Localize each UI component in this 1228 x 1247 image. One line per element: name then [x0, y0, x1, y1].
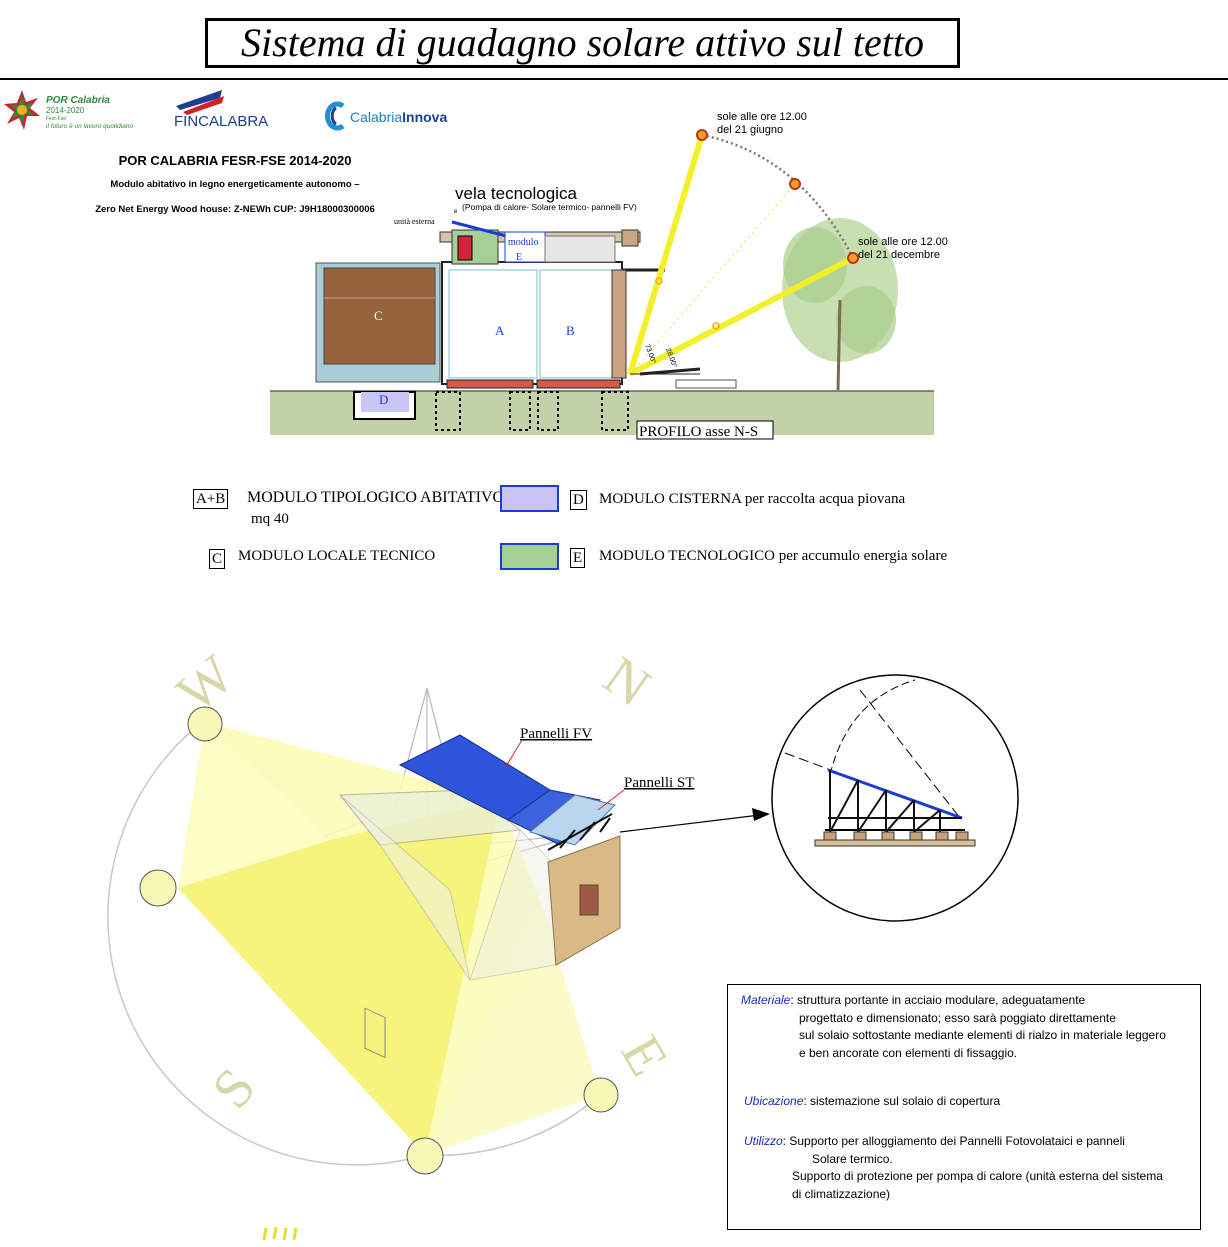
compass-n: N: [593, 645, 662, 719]
module-c: [315, 262, 441, 383]
por-tagline: il futuro è un lavoro quotidiano: [46, 123, 133, 130]
materiale-line-3: sul solaio sottostante mediante elementi…: [799, 1028, 1166, 1042]
notes-box: Materiale: struttura portante in acciaio…: [727, 984, 1201, 1230]
house-3d-icon: [338, 734, 621, 1059]
modulo-label: modulo: [508, 237, 539, 248]
legend-swatch-e: [500, 543, 559, 570]
utilizzo-line-4: di climatizzazione): [792, 1186, 891, 1201]
materiale-line-4: e ben ancorate con elementi di fissaggio…: [799, 1045, 1018, 1060]
legend-key-d: D: [570, 490, 587, 510]
por-name: POR Calabria: [46, 95, 110, 106]
foundations: [435, 391, 629, 431]
page-title: Sistema di guadagno solare attivo sul te…: [205, 18, 960, 68]
section-label-a: A: [495, 323, 505, 338]
unita-e-label: e: [454, 209, 458, 215]
fincalabra-text: FINCALABRA: [174, 113, 268, 130]
materiale-label: Materiale: [741, 993, 791, 1007]
utilizzo-line-1: : Supporto per alloggiamento dei Pannell…: [782, 1134, 1125, 1148]
compass-ring: [107, 719, 426, 1166]
legend-text-c: MODULO LOCALE TECNICO: [238, 548, 436, 564]
sun-june-label-1: sole alle ore 12.00: [717, 111, 807, 123]
sun-path: [627, 129, 859, 389]
section-label-d: D: [379, 392, 388, 407]
label-pannelli-fv: Pannelli FV: [520, 726, 592, 742]
materiale-line-2: progettato e dimensionato; esso sarà pog…: [799, 1010, 1116, 1025]
legend-text-d: MODULO CISTERNA per raccolta acqua piova…: [599, 491, 906, 507]
project-heading: POR CALABRIA FESR-FSE 2014-2020: [118, 153, 352, 168]
sun-june-icon: [696, 129, 708, 141]
sun-dec-label-1: sole alle ore 12.00: [858, 236, 948, 248]
compass-node-e-icon: [583, 1077, 619, 1113]
legend-key-ab: A+B: [193, 489, 229, 509]
module-e: [451, 220, 616, 265]
sun-june-label-2: del 21 giugno: [717, 124, 783, 136]
compass-node-sw-icon: [139, 869, 177, 907]
sun-december-icon: [847, 252, 859, 264]
detail-arrow: [619, 814, 761, 833]
angle-label-a: 73.00°: [643, 343, 658, 365]
utilizzo-line-2: Solare termico.: [812, 1151, 893, 1166]
calabriainnova-logo-icon: [324, 101, 345, 131]
view-3d: W N S E Pannelli FV Pannelli ST: [107, 643, 1019, 1241]
svg-text:CalabriaInnova: CalabriaInnova: [350, 109, 447, 125]
utilizzo-line-3: Supporto di protezione per pompa di calo…: [792, 1169, 1163, 1183]
section-drawing: vela tecnologica (Pompa di calore- Solar…: [270, 111, 948, 440]
compass-e: E: [609, 1026, 680, 1087]
unita-esterna-label: unità esterna: [394, 217, 435, 226]
materiale-line-1: : struttura portante in acciaio modulare…: [790, 993, 1086, 1007]
sun-dec-label-2: del 21 decembre: [858, 249, 940, 261]
compass-w: W: [166, 643, 246, 725]
project-line-1: Modulo abitativo in legno energeticament…: [110, 179, 360, 190]
legend-key-e: E: [570, 548, 586, 568]
compass-node-w-icon: [187, 706, 223, 742]
legend-swatch-d: [500, 485, 559, 512]
utilizzo-label: Utilizzo: [744, 1134, 783, 1148]
ubicazione-label: Ubicazione: [744, 1094, 804, 1108]
section-label-e: E: [516, 252, 522, 263]
detail-circle: [771, 674, 1019, 922]
label-pannelli-st: Pannelli ST: [624, 775, 694, 791]
por-years: 2014-2020: [46, 106, 85, 115]
section-label-c: C: [374, 308, 383, 323]
section-label-b: B: [566, 323, 575, 338]
legend-sub-ab: mq 40: [251, 511, 289, 527]
legend-key-c: C: [209, 549, 226, 569]
module-ab: [439, 229, 665, 389]
por-calabria-logo-icon: [4, 90, 40, 130]
sun-equinox-icon: [789, 178, 801, 190]
calabria-text: Calabria: [350, 109, 402, 125]
decorative-marks-icon: [262, 1226, 298, 1241]
profilo-label: PROFILO asse N-S: [639, 424, 758, 440]
ubicazione-text: : sistemazione sul solaio di copertura: [803, 1094, 1001, 1108]
legend-text-e: MODULO TECNOLOGICO per accumulo energia …: [599, 548, 948, 564]
vela-sub-label: (Pompa di calore- Solare termico- pannel…: [462, 202, 637, 212]
module-d: [353, 391, 416, 420]
title-divider: [0, 78, 1228, 80]
innova-text: Innova: [402, 109, 447, 125]
por-sub: Fesr-Fse: [46, 116, 66, 122]
fincalabra-logo-icon: [176, 90, 224, 115]
vela-label: vela tecnologica: [455, 184, 577, 203]
legend-text-ab: MODULO TIPOLOGICO ABITATIVO: [247, 489, 505, 506]
compass-node-s-icon: [406, 1137, 444, 1175]
compass-s: S: [200, 1057, 268, 1121]
project-line-2: Zero Net Energy Wood house: Z-NEWh CUP: …: [95, 204, 375, 215]
logos: POR Calabria 2014-2020 Fesr-Fse il futur…: [4, 90, 447, 131]
